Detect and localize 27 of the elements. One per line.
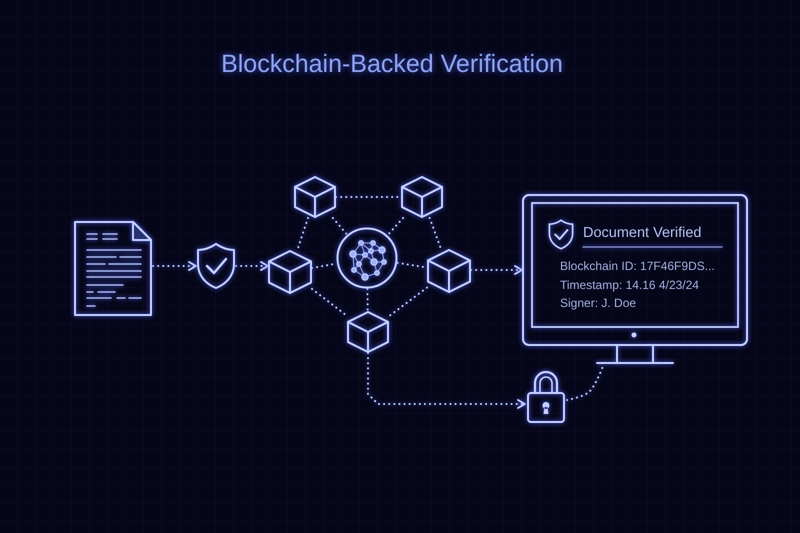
dotted-line [428, 217, 442, 250]
dotted-arrow [152, 261, 197, 271]
dotted-line [566, 365, 604, 401]
cube-icon [294, 176, 336, 218]
dotted-line [332, 217, 348, 236]
monitor [522, 194, 748, 366]
cube-icon [268, 250, 312, 294]
shield-check-icon [196, 242, 236, 290]
dotted-arrow [367, 352, 526, 409]
dotted-arrow [470, 265, 523, 275]
detail-text: Signer: J. Doe [560, 296, 636, 310]
padlock-icon [525, 368, 567, 424]
dotted-line [388, 286, 428, 318]
network-hub-icon [336, 227, 398, 289]
status-heading: Document Verified [583, 225, 702, 242]
dotted-line [366, 288, 369, 312]
detail-text: Timestamp: 14.16 4/23/24 [560, 278, 699, 292]
title: Blockchain-Backed Verification [221, 49, 563, 79]
dotted-line [311, 288, 348, 317]
dotted-arrow [235, 261, 269, 271]
dotted-line [386, 217, 404, 236]
dotted-line [296, 217, 309, 251]
cube-icon [401, 176, 443, 218]
detail-text: Blockchain ID: 17F46F9DS... [560, 259, 715, 273]
cube-icon [347, 311, 389, 353]
document-icon [73, 220, 153, 317]
cube-icon [427, 249, 471, 293]
